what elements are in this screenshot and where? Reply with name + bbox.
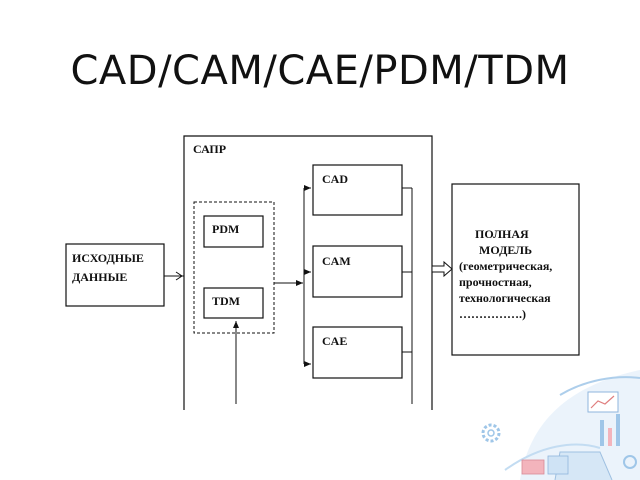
gear-icon xyxy=(483,425,499,441)
chart-icon xyxy=(588,392,618,412)
